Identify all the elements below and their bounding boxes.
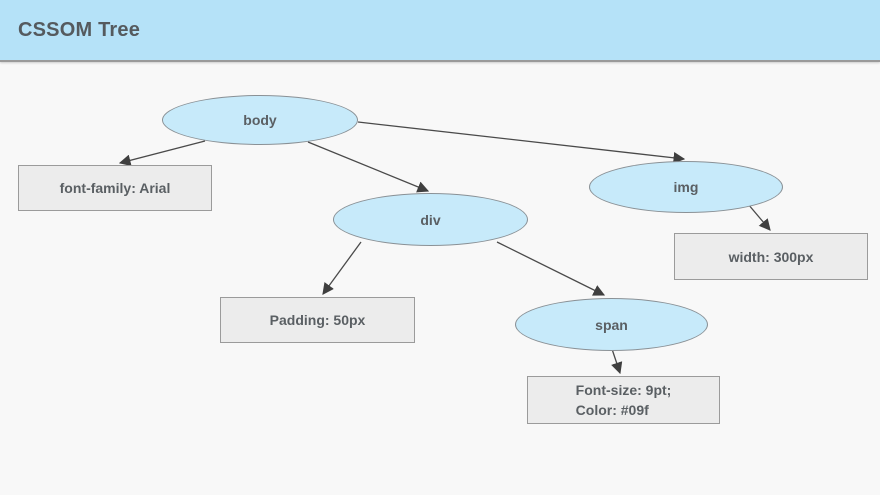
node-span-label: span: [595, 316, 628, 333]
diagram-canvas: body font-family: Arial div img width: 3…: [0, 62, 880, 493]
node-padding-50px: Padding: 50px: [220, 297, 415, 343]
page-title: CSSOM Tree: [18, 18, 141, 41]
node-font-family-arial: font-family: Arial: [18, 165, 212, 211]
node-width-300px: width: 300px: [674, 233, 868, 280]
node-font-size-color: Font-size: 9pt; Color: #09f: [527, 376, 720, 424]
node-width-label: width: 300px: [728, 248, 814, 265]
node-font-family-label: font-family: Arial: [59, 180, 171, 196]
edge-span-to-font-size-arrow: [611, 348, 623, 375]
node-body: body: [162, 95, 358, 145]
edge-body-to-img-arrow: [357, 121, 686, 164]
edge-body-to-font-family-arrow: [118, 140, 206, 167]
edge-div-to-span-arrow: [496, 241, 606, 296]
node-body-label: body: [243, 112, 277, 128]
node-font-size-line2: Color: #09f: [575, 402, 649, 418]
edge-div-to-padding-arrow: [322, 241, 362, 295]
node-padding-label: Padding: 50px: [269, 312, 366, 328]
node-div-label: div: [420, 211, 441, 228]
edge-img-to-width-arrow: [747, 203, 771, 231]
node-span: span: [515, 298, 708, 351]
node-font-size-line1: Font-size: 9pt;: [575, 382, 672, 398]
header-bar: CSSOM Tree: [0, 0, 880, 62]
node-img-label: img: [673, 179, 699, 195]
edge-body-to-div-arrow: [307, 141, 430, 193]
node-font-size-lines: Font-size: 9pt; Color: #09f: [576, 380, 672, 420]
node-div: div: [333, 193, 528, 246]
node-img: img: [589, 161, 783, 213]
